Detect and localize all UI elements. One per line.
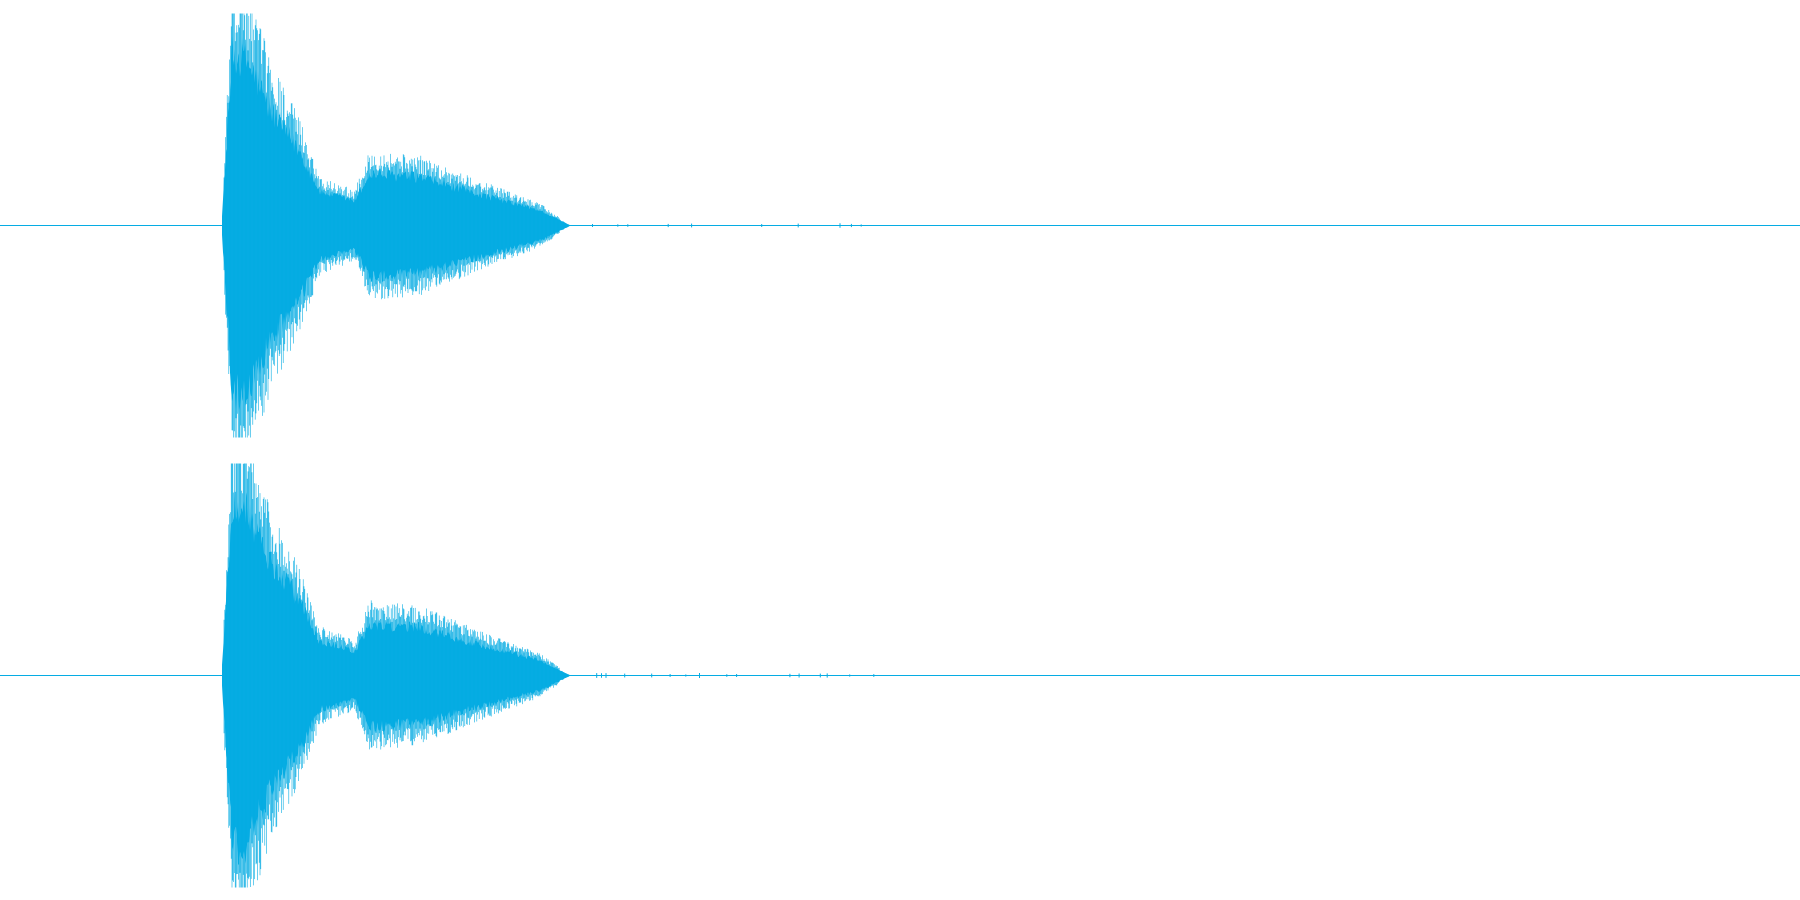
waveform-channel-left (0, 13, 1800, 438)
waveform-spikes-right (223, 463, 560, 888)
waveform-right-svg (0, 463, 1800, 888)
waveform-spikes-left (223, 13, 560, 438)
waveform-channel-right (0, 450, 1800, 900)
waveform-tail-dots-left (592, 223, 862, 228)
waveform-left-svg (0, 13, 1800, 438)
waveform-tail-dots-right (596, 673, 875, 678)
